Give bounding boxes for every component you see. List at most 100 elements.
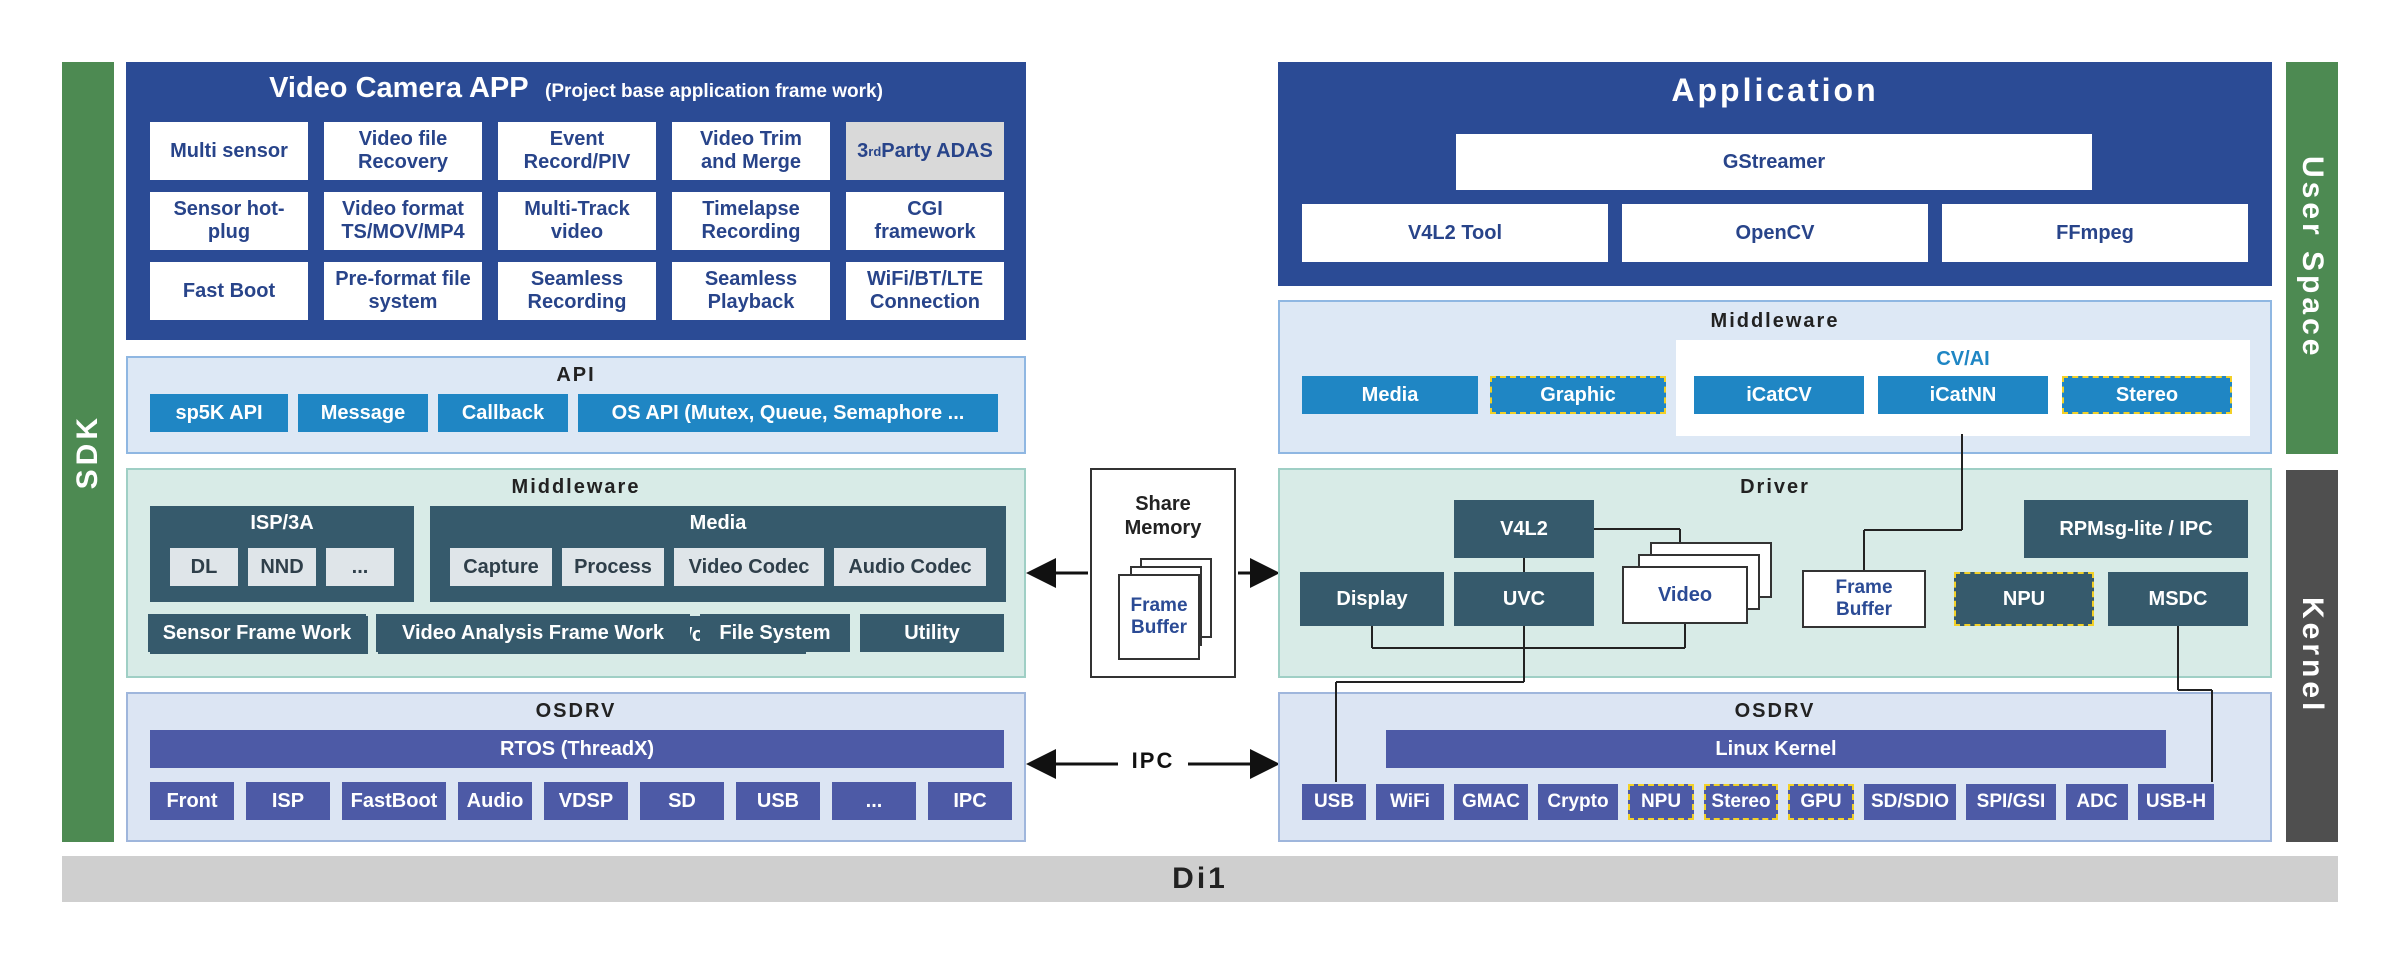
app-cell: Video Trim and Merge [672, 122, 830, 180]
app-title: Video Camera APP [269, 72, 529, 104]
isp3a-title: ISP/3A [250, 512, 314, 534]
left-osdrv-item: ... [832, 782, 916, 820]
mw-graphic: Graphic [1490, 376, 1666, 414]
kernel-bar: Kernel [2286, 470, 2338, 842]
left-osdrv-item: SD [640, 782, 724, 820]
media-capture: Capture [450, 548, 552, 586]
frame-buffer-box: Frame Buffer [1118, 574, 1200, 660]
driver-video-label: Video [1657, 583, 1713, 606]
right-osdrv-item: SPI/GSI [1966, 784, 2056, 820]
app-cell: Video file Recovery [324, 122, 482, 180]
app-subtitle: (Project base application frame work) [545, 81, 883, 102]
right-middleware-title: Middleware [1710, 310, 1840, 332]
driver-rpmsg: RPMsg-lite / IPC [2024, 500, 2248, 558]
driver-frame-buffer: Frame Buffer [1802, 570, 1926, 628]
app-cell: Video format TS/MOV/MP4 [324, 192, 482, 250]
left-osdrv-item: IPC [928, 782, 1012, 820]
app-cell: Multi sensor [150, 122, 308, 180]
di1-bar: Di1 [62, 856, 2338, 902]
media-audio-codec: Audio Codec [834, 548, 986, 586]
linux-kernel-bar: Linux Kernel [1386, 730, 2166, 768]
mw-icatcv: iCatCV [1694, 376, 1864, 414]
left-osdrv-title: OSDRV [535, 700, 617, 722]
driver-npu: NPU [1954, 572, 2094, 626]
right-osdrv-title: OSDRV [1734, 700, 1816, 722]
app-cell: Multi-Track video [498, 192, 656, 250]
api-title: API [556, 364, 596, 386]
frame-buffer-label: Frame Buffer [1130, 595, 1188, 638]
app-cell: CGI framework [846, 192, 1004, 250]
api-callback: Callback [438, 394, 568, 432]
user-space-label: User Space [2296, 156, 2329, 360]
left-mw-sensor-frame-work: Sensor Frame Work [148, 614, 366, 652]
sdk-bar: SDK [62, 62, 114, 842]
api-panel: API sp5K API Message Callback OS API (Mu… [126, 356, 1026, 454]
right-osdrv-item: GMAC [1454, 784, 1528, 820]
isp-nnd: NND [248, 548, 316, 586]
right-osdrv-item: SD/SDIO [1864, 784, 1956, 820]
video-camera-app-panel: Video Camera APP (Project base applicati… [126, 62, 1026, 340]
app-cell: Pre-format file system [324, 262, 482, 320]
right-osdrv-item: Crypto [1538, 784, 1618, 820]
left-osdrv-item: Front [150, 782, 234, 820]
right-osdrv-item: GPU [1788, 784, 1854, 820]
driver-display: Display [1300, 572, 1444, 626]
driver-v4l2: V4L2 [1454, 500, 1594, 558]
mw-media: Media [1302, 376, 1478, 414]
driver-title: Driver [1740, 476, 1810, 498]
left-mw-video-analysis: Video Analysis Frame Work [376, 614, 690, 652]
driver-uvc: UVC [1454, 572, 1594, 626]
media-process: Process [562, 548, 664, 586]
driver-msdc: MSDC [2108, 572, 2248, 626]
di1-label: Di1 [1172, 862, 1228, 895]
app-cell: Timelapse Recording [672, 192, 830, 250]
isp-more: ... [326, 548, 394, 586]
kernel-label: Kernel [2296, 597, 2329, 715]
media-title: Media [689, 512, 747, 534]
right-middleware-panel: Middleware CV/AI Media Graphic iCatCV iC… [1278, 300, 2272, 454]
ipc-label: IPC [1131, 748, 1175, 773]
v4l2-tool-box: V4L2 Tool [1302, 204, 1608, 262]
isp-dl: DL [170, 548, 238, 586]
right-osdrv-item: Stereo [1704, 784, 1778, 820]
right-osdrv-item: USB-H [2138, 784, 2214, 820]
isp3a-group: ISP/3A DL NND ... [150, 506, 414, 602]
right-osdrv-item: USB [1302, 784, 1366, 820]
left-osdrv-item: VDSP [544, 782, 628, 820]
opencv-box: OpenCV [1622, 204, 1928, 262]
left-osdrv-item: USB [736, 782, 820, 820]
application-title: Application [1671, 72, 1879, 108]
cvai-title: CV/AI [1936, 348, 1990, 370]
api-message: Message [298, 394, 428, 432]
driver-frame-buffer-label: Frame Buffer [1835, 577, 1893, 620]
api-sp5k: sp5K API [150, 394, 288, 432]
mw-stereo: Stereo [2062, 376, 2232, 414]
right-osdrv-item: ADC [2066, 784, 2128, 820]
app-cell: Fast Boot [150, 262, 308, 320]
ffmpeg-box: FFmpeg [1942, 204, 2248, 262]
app-cell: Seamless Recording [498, 262, 656, 320]
application-panel: Application GStreamer V4L2 Tool OpenCV F… [1278, 62, 2272, 286]
left-mw-utility: Utility [860, 614, 1004, 652]
left-osdrv-item: Audio [458, 782, 532, 820]
api-os: OS API (Mutex, Queue, Semaphore ... [578, 394, 998, 432]
driver-video: Video [1622, 566, 1748, 624]
left-osdrv-item: ISP [246, 782, 330, 820]
mw-icatnn: iCatNN [1878, 376, 2048, 414]
app-cell: Seamless Playback [672, 262, 830, 320]
share-memory-box: Share Memory Frame Buffer [1090, 468, 1236, 678]
right-osdrv-item: NPU [1628, 784, 1694, 820]
user-space-bar: User Space [2286, 62, 2338, 454]
left-mw-file-system: File System [700, 614, 850, 652]
rtos-bar: RTOS (ThreadX) [150, 730, 1004, 768]
share-memory-label: Share Memory [1124, 493, 1202, 539]
left-middleware-title: Middleware [511, 476, 641, 498]
app-cell: Event Record/PIV [498, 122, 656, 180]
app-cell: Sensor hot- plug [150, 192, 308, 250]
media-group: Media Capture Process Video Codec Audio … [430, 506, 1006, 602]
